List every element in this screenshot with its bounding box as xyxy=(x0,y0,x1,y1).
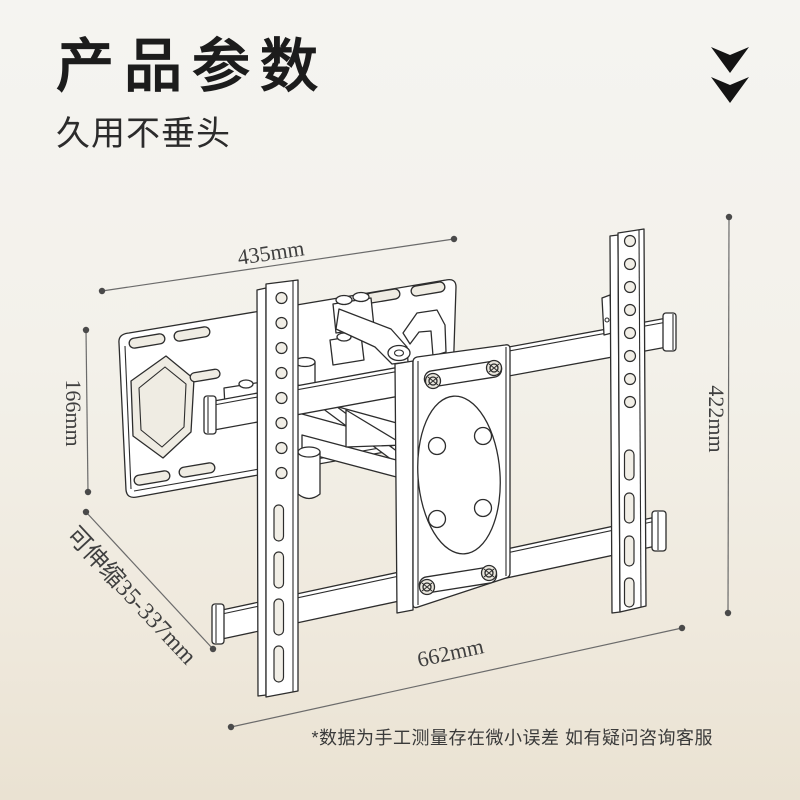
bar-end-cap xyxy=(211,603,225,645)
header: 产品参数 久用不垂头 xyxy=(56,34,328,155)
dim-label-left-height: 166mm xyxy=(61,379,86,446)
rail-slots xyxy=(273,504,285,683)
mounting-slots xyxy=(128,281,446,486)
page-subtitle: 久用不垂头 xyxy=(56,115,231,153)
bar-end-cap xyxy=(662,312,677,352)
double-down-arrow-icon xyxy=(711,47,749,103)
page-title: 产品参数 xyxy=(56,34,329,99)
vesa-holes xyxy=(427,426,493,529)
vesa-rail-left xyxy=(256,279,299,698)
dim-label-top-width: 435mm xyxy=(236,235,306,270)
rail-holes xyxy=(623,234,637,409)
vesa-rail-right xyxy=(601,228,647,614)
rail-holes xyxy=(275,291,288,480)
dim-extension: 可伸缩35-337mm xyxy=(61,508,217,670)
bar-end-cap xyxy=(651,510,667,552)
rail-slots xyxy=(623,449,635,608)
chevron-down-icon xyxy=(711,77,749,103)
screw-icon xyxy=(418,359,503,596)
hinge-knob xyxy=(238,379,254,389)
dim-label-extension: 可伸缩35-337mm xyxy=(61,522,202,670)
elbow-joint xyxy=(387,344,411,362)
dim-label-bottom-width: 662mm xyxy=(415,633,486,672)
chevron-down-icon xyxy=(711,47,749,73)
pivot-cylinder xyxy=(297,451,321,500)
hinge-knob xyxy=(335,294,353,306)
dim-left-height: 166mm xyxy=(61,326,92,496)
dim-label-right-height: 422mm xyxy=(704,385,729,452)
dim-right-height: 422mm xyxy=(704,213,733,617)
plate-back-strip xyxy=(394,360,414,614)
bar-end-cap xyxy=(203,395,217,435)
footnote: *数据为手工测量存在微小误差 如有疑问咨询客服 xyxy=(311,728,713,748)
tv-adapter-plate xyxy=(394,344,511,614)
arm-gusset xyxy=(345,409,405,448)
hinge-knob xyxy=(352,291,370,303)
